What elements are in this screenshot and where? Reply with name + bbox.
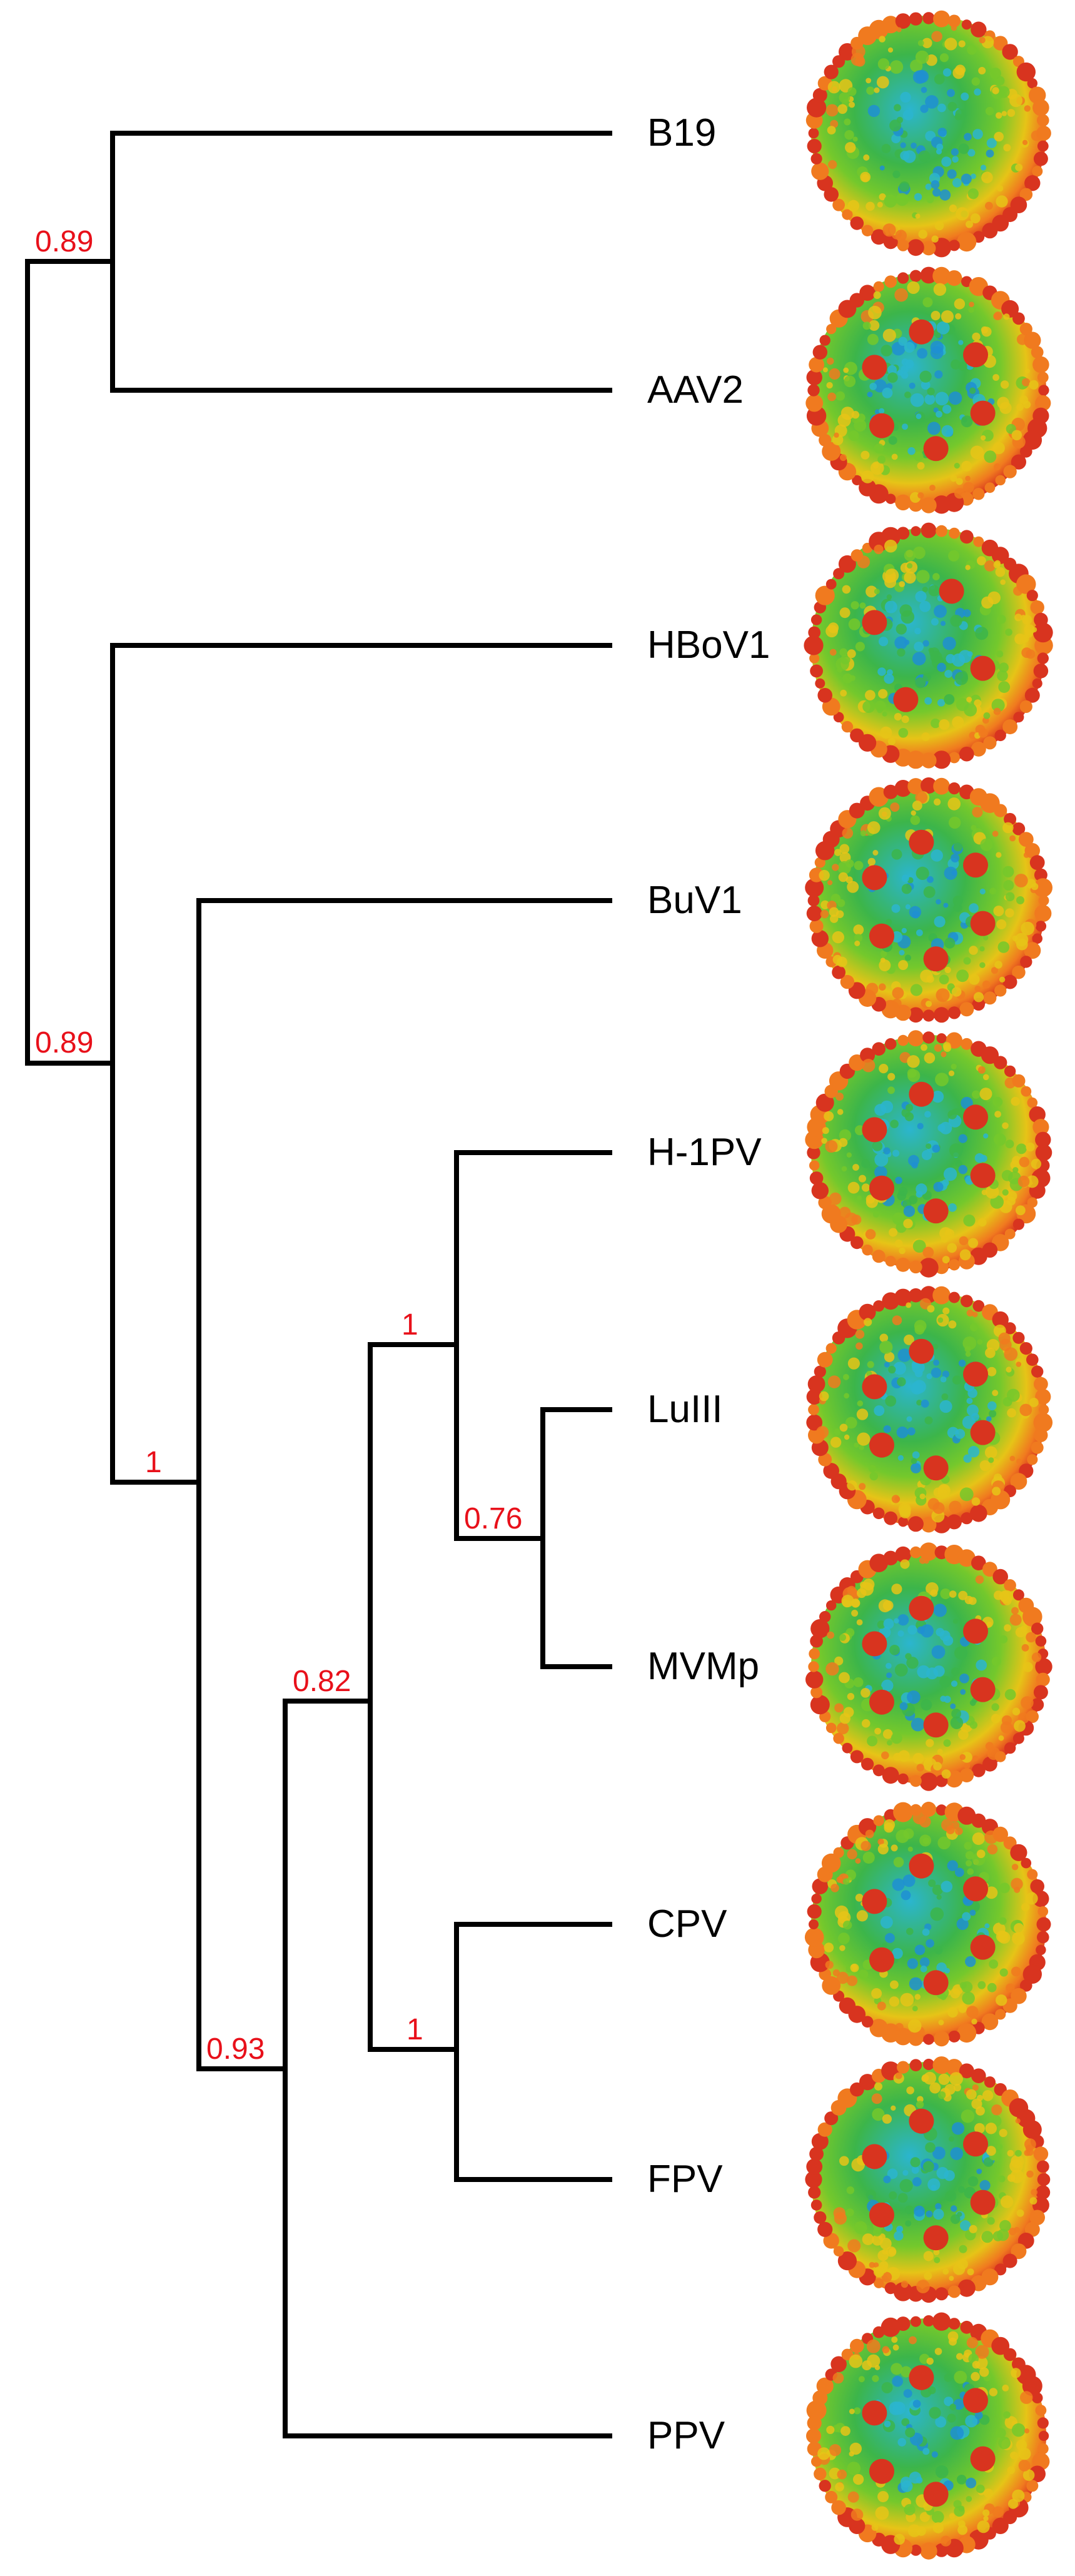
taxon-label-b19: B19: [647, 111, 716, 154]
support-value-cpv-fpv: 1: [406, 2013, 423, 2046]
capsid-structure-icon: [805, 2056, 1051, 2303]
support-value-root-split: 0.89: [35, 1026, 93, 1059]
capsid-structures: [804, 10, 1053, 2560]
taxon-label-buv1: BuV1: [647, 879, 742, 922]
taxon-label-ppv: PPV: [647, 2414, 725, 2457]
taxon-label-aav2: AAV2: [647, 368, 744, 412]
taxon-label-hbov1: HBoV1: [647, 624, 770, 667]
support-value-b19-aav2: 0.89: [35, 225, 93, 258]
tree-branches: [25, 131, 612, 2438]
capsid-structure-icon: [806, 1286, 1053, 1533]
taxon-label-mvmp: MVMp: [647, 1645, 759, 1688]
capsid-structure-icon: [805, 1030, 1052, 1278]
capsid-structure-icon: [804, 1801, 1051, 2047]
support-value-after-buv1: 0.93: [206, 2033, 265, 2066]
taxon-label-cpv: CPV: [647, 1902, 727, 1946]
capsid-structure-icon: [805, 10, 1051, 258]
support-value-h1pv-clade: 1: [401, 1308, 418, 1341]
support-value-after-hbov1: 1: [145, 1446, 162, 1479]
taxon-label-luiii: LuIII: [647, 1388, 723, 1431]
support-value-ppv-outgroup: 0.82: [293, 1665, 351, 1698]
capsid-structure-icon: [805, 777, 1053, 1023]
capsid-structure-icon: [805, 1542, 1052, 1791]
support-value-luiii-mvmp: 0.76: [464, 1502, 522, 1535]
capsid-structure-icon: [805, 266, 1051, 514]
taxon-label-h1pv: H-1PV: [647, 1131, 762, 1174]
capsid-structure-icon: [806, 2312, 1050, 2560]
taxon-label-fpv: FPV: [647, 2158, 723, 2201]
capsid-structure-icon: [804, 522, 1053, 769]
support-values: 0.89 0.89 1 0.93 0.82 1 0.76 1: [35, 225, 522, 2066]
taxon-labels: B19 AAV2 HBoV1 BuV1 H-1PV LuIII MVMp CPV…: [647, 111, 770, 2457]
